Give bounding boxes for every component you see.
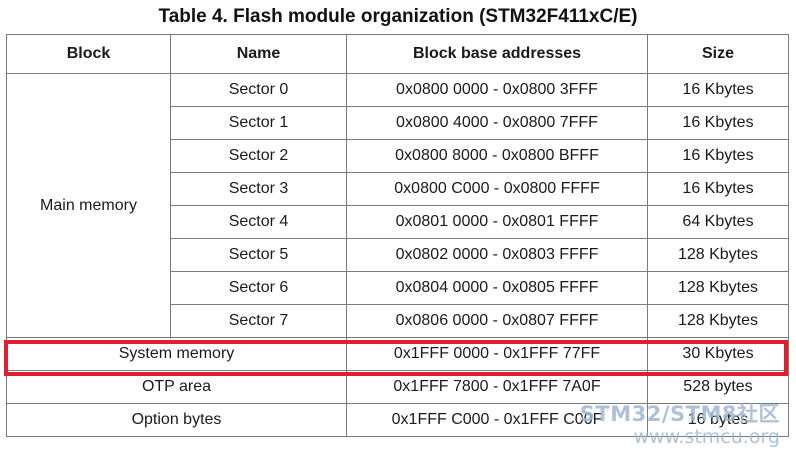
table-row: Sector 5 0x0802 0000 - 0x0803 FFFF 128 K…	[7, 238, 789, 272]
header-size: Size	[647, 34, 789, 74]
sector-size: 16 Kbytes	[647, 106, 789, 140]
sector-name: Sector 5	[170, 238, 347, 272]
sector-name: Sector 0	[170, 73, 347, 107]
block-address: 0x1FFF 0000 - 0x1FFF 77FF	[346, 337, 648, 371]
sector-size: 128 Kbytes	[647, 238, 789, 272]
sector-address: 0x0802 0000 - 0x0803 FFFF	[346, 238, 648, 272]
sector-address: 0x0806 0000 - 0x0807 FFFF	[346, 304, 648, 338]
sector-name: Sector 1	[170, 106, 347, 140]
sector-size: 16 Kbytes	[647, 172, 789, 206]
table-row: Sector 1 0x0800 4000 - 0x0800 7FFF 16 Kb…	[7, 106, 789, 140]
watermark: STM32/STM8社区 www.stmcu.org	[530, 398, 780, 448]
main-memory-cell: Main memory	[6, 73, 171, 338]
sector-size: 16 Kbytes	[647, 73, 789, 107]
sector-address: 0x0804 0000 - 0x0805 FFFF	[346, 271, 648, 305]
table-row: Sector 6 0x0804 0000 - 0x0805 FFFF 128 K…	[7, 271, 789, 305]
sector-size: 128 Kbytes	[647, 304, 789, 338]
sector-size: 128 Kbytes	[647, 271, 789, 305]
header-row: Block Name Block base addresses Size	[6, 34, 789, 74]
sector-name: Sector 7	[170, 304, 347, 338]
sector-address: 0x0801 0000 - 0x0801 FFFF	[346, 205, 648, 239]
sector-address: 0x0800 8000 - 0x0800 BFFF	[346, 139, 648, 173]
header-name: Name	[170, 34, 347, 74]
sector-address: 0x0800 C000 - 0x0800 FFFF	[346, 172, 648, 206]
header-addresses: Block base addresses	[346, 34, 648, 74]
table-row: Sector 2 0x0800 8000 - 0x0800 BFFF 16 Kb…	[7, 139, 789, 173]
sector-size: 64 Kbytes	[647, 205, 789, 239]
block-address: 0x1FFF C000 - 0x1FFF C00F	[346, 403, 648, 437]
table-title: Table 4. Flash module organization (STM3…	[158, 6, 638, 27]
table-row: Sector 4 0x0801 0000 - 0x0801 FFFF 64 Kb…	[7, 205, 789, 239]
table-row: Main memory Sector 0 0x0800 0000 - 0x080…	[6, 73, 789, 338]
block-name: System memory	[6, 337, 347, 371]
flash-organization-table: Block Name Block base addresses Size Mai…	[6, 34, 789, 437]
watermark-line2: www.stmcu.org	[633, 426, 780, 448]
sector-name: Sector 3	[170, 172, 347, 206]
sector-size: 16 Kbytes	[647, 139, 789, 173]
sector-address: 0x0800 0000 - 0x0800 3FFF	[346, 73, 648, 107]
sector-name: Sector 2	[170, 139, 347, 173]
table-row: Sector 7 0x0806 0000 - 0x0807 FFFF 128 K…	[7, 304, 789, 338]
sector-name: Sector 6	[170, 271, 347, 305]
table-row: Sector 3 0x0800 C000 - 0x0800 FFFF 16 Kb…	[7, 172, 789, 206]
table-row-option-bytes: Option bytes 0x1FFF C000 - 0x1FFF C00F 1…	[6, 403, 789, 437]
sector-name: Sector 4	[170, 205, 347, 239]
watermark-line1: STM32/STM8社区	[579, 402, 780, 426]
block-size: 30 Kbytes	[647, 337, 789, 371]
sector-address: 0x0800 4000 - 0x0800 7FFF	[346, 106, 648, 140]
block-size: 16 bytes	[647, 403, 789, 437]
block-name: OTP area	[6, 370, 347, 404]
header-block: Block	[6, 34, 171, 74]
block-name: Option bytes	[6, 403, 347, 437]
table-row-system-memory: System memory 0x1FFF 0000 - 0x1FFF 77FF …	[6, 337, 789, 371]
